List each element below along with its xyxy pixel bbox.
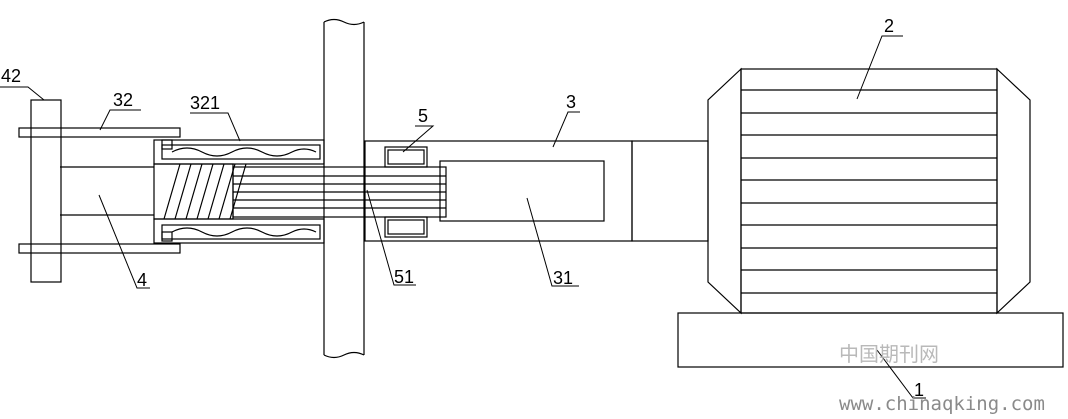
label-51: 51 [394, 267, 414, 287]
label-32: 32 [113, 90, 133, 110]
rod [60, 166, 154, 216]
label-5: 5 [418, 106, 428, 126]
label-4: 4 [137, 270, 147, 290]
housing [364, 140, 633, 242]
screw-thread [153, 163, 247, 220]
leader-lines [0, 35, 926, 399]
motor-base [677, 312, 1064, 368]
spring-assembly [153, 139, 325, 244]
label-3: 3 [566, 92, 576, 112]
motor-fins [741, 89, 997, 294]
label-31: 31 [553, 268, 573, 288]
label-1: 1 [914, 380, 924, 400]
watermark-url: www.chinaqking.com [839, 393, 1045, 414]
motor [707, 67, 1031, 315]
label-42: 42 [1, 66, 21, 86]
vertical-plate [323, 18, 365, 359]
shaft [232, 166, 447, 218]
label-321: 321 [190, 93, 220, 113]
watermark: 中国期刊网 www.chinaqking.com [839, 342, 1045, 415]
label-2: 2 [884, 16, 894, 36]
watermark-cn: 中国期刊网 [839, 342, 939, 366]
guide-bars [18, 127, 181, 254]
coupling [631, 140, 709, 242]
part-labels: 42 32 321 5 3 2 4 51 31 1 [1, 16, 924, 400]
inner-cavity [439, 160, 605, 222]
end-plate [30, 99, 62, 283]
